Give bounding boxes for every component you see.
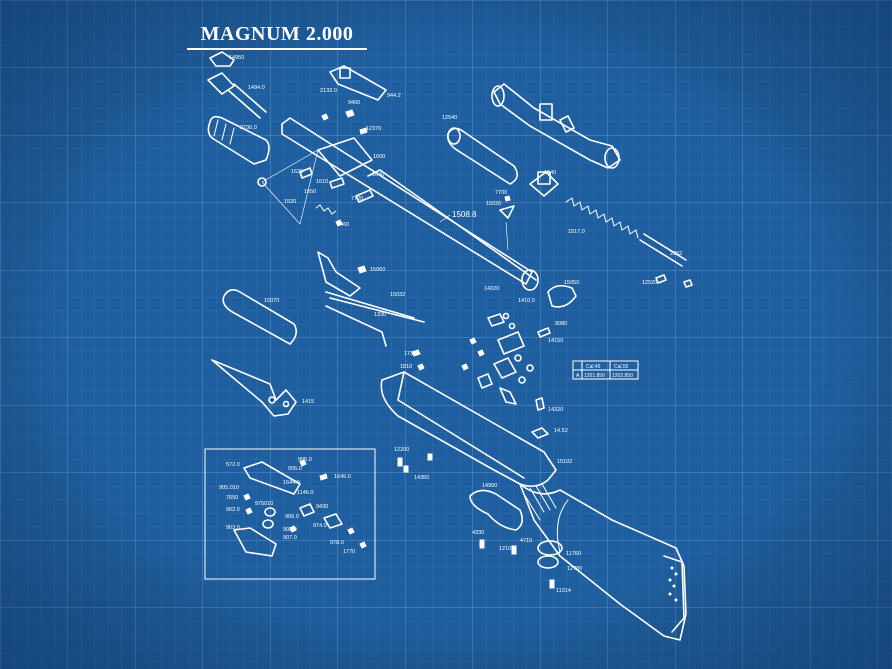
caliber-table: Cal.45 Cal.55 A 1201.850 1202.850 <box>572 360 639 380</box>
table-cell-cal45: 1201.850 <box>584 373 605 379</box>
label-572: 572.0 <box>226 462 240 468</box>
label-14350: 14350 <box>414 475 429 481</box>
label-1520: 1520 <box>284 199 296 205</box>
breech-lever: 944.2 2133.0 9400 12370 <box>320 65 401 135</box>
rifle-stock: 15102 14320 14.52 <box>380 371 687 641</box>
label-1494: 1494.0 <box>248 85 265 91</box>
rifle-scope <box>491 83 621 169</box>
label-905010: 905.010 <box>219 485 239 491</box>
label-12780: 12780 <box>567 566 582 572</box>
label-1540: 1540 <box>544 170 556 176</box>
barrel-tube: 1508.8 <box>281 117 539 291</box>
transfer-port-tube: 15070 <box>222 288 298 345</box>
muzzle-brake: 2736.0 <box>207 115 270 165</box>
label-1460: 1460 <box>337 222 349 228</box>
label-978: 978.0 <box>330 540 344 546</box>
label-12100: 12100 <box>499 546 514 552</box>
breech-small-parts: 1630 1610 1600 1640 1650 7720 1520 1460 <box>257 149 385 228</box>
label-1650: 1650 <box>304 189 316 195</box>
label-902: 902.0 <box>226 507 240 513</box>
label-4330: 4330 <box>472 530 484 536</box>
label-12200: 12200 <box>394 447 409 453</box>
label-907: 907.0 <box>283 535 297 541</box>
label-906: 906.0 <box>285 514 299 520</box>
label-1146: 1146.0 <box>297 490 313 496</box>
table-row-label: A <box>576 373 580 379</box>
label-905-b: 905.0 <box>288 466 302 472</box>
label-944-2: 944.2 <box>387 93 401 99</box>
trigger-blade: 15060 <box>317 251 385 297</box>
label-2736: 2736.0 <box>240 125 257 131</box>
label-12370: 12370 <box>366 126 381 132</box>
table-cell-cal55: 1202.850 <box>612 373 633 379</box>
diagram-title: MAGNUM 2.000 <box>187 20 367 50</box>
label-11760: 11760 <box>566 551 581 557</box>
label-1330-a: 1330 <box>374 312 386 318</box>
label-7700: 7700 <box>495 190 507 196</box>
label-903: 903.0 <box>226 525 240 531</box>
trigger-guard-lower: 14900 12200 14350 4330 12100 4710 11760 … <box>394 447 582 594</box>
label-9430: 9430 <box>316 504 328 510</box>
sear-rod: 15032 1330 <box>325 291 425 347</box>
table-header-cal45: Cal.45 <box>586 364 601 370</box>
label-173-1: 173.1 <box>404 351 418 357</box>
label-9080: 9080 <box>555 321 567 327</box>
label-975010: 975010 <box>255 501 273 507</box>
label-2252: 2252 <box>670 251 682 257</box>
label-7650: 7650 <box>226 495 238 501</box>
label-1410: 1410.0 <box>518 298 535 304</box>
label-1630: 1630 <box>291 169 303 175</box>
label-15102: 15102 <box>557 459 572 465</box>
label-14-52: 14.52 <box>554 428 568 434</box>
label-9400: 9400 <box>348 100 360 106</box>
label-1810: 1810 <box>400 364 412 370</box>
label-15050: 15050 <box>564 280 579 286</box>
label-1600: 1600 <box>373 154 385 160</box>
label-14150-b: 14150 <box>548 338 563 344</box>
label-908: 908.0 <box>283 527 297 533</box>
label-905-a: 905.0 <box>298 457 312 463</box>
label-4710: 4710 <box>520 538 532 544</box>
label-15060: 15060 <box>370 267 385 273</box>
label-15020: 15020 <box>486 201 501 207</box>
table-header-cal55: Cal.55 <box>614 364 629 370</box>
label-14320: 14320 <box>548 407 563 413</box>
main-spring: 1517.0 2252 12520 <box>565 197 693 288</box>
inset-parts-box: 572.0 905.0 905.0 905.010 1645.0 1644.0 … <box>204 448 376 580</box>
trigger-mechanism-parts: 15050 14020 1410.0 14150 9080 173.1 1810 <box>400 280 579 405</box>
label-1644: 1644.0 <box>283 480 300 486</box>
barrel-end: 1494.0 <box>207 72 267 119</box>
label-15032: 15032 <box>390 292 405 298</box>
label-11314: 11314 <box>556 588 571 594</box>
label-14950: 14950 <box>229 55 244 61</box>
label-2133: 2133.0 <box>320 88 337 94</box>
label-14150-a: 1415 <box>302 399 314 405</box>
label-1610: 1610 <box>316 179 328 185</box>
label-1645: 1645.0 <box>334 474 351 480</box>
front-sight: 14950 <box>209 51 244 67</box>
label-12540: 12540 <box>442 115 457 121</box>
label-14900: 14900 <box>482 483 497 489</box>
barrel-latch: 7700 15020 <box>486 190 515 251</box>
label-1770: 1770 <box>343 549 355 555</box>
piston-assembly: 1540 <box>529 170 559 197</box>
spring-cylinder: 12540 <box>442 115 518 185</box>
label-15070: 15070 <box>264 298 279 304</box>
label-14020: 14020 <box>484 286 499 292</box>
label-1640: 1640 <box>372 172 384 178</box>
label-12520: 12520 <box>642 280 657 286</box>
trigger-guard-assembly: 1415 <box>211 359 314 417</box>
label-1508-8: 1508.8 <box>452 210 477 219</box>
label-1517: 1517.0 <box>568 229 585 235</box>
label-974: 974.0 <box>313 523 327 529</box>
